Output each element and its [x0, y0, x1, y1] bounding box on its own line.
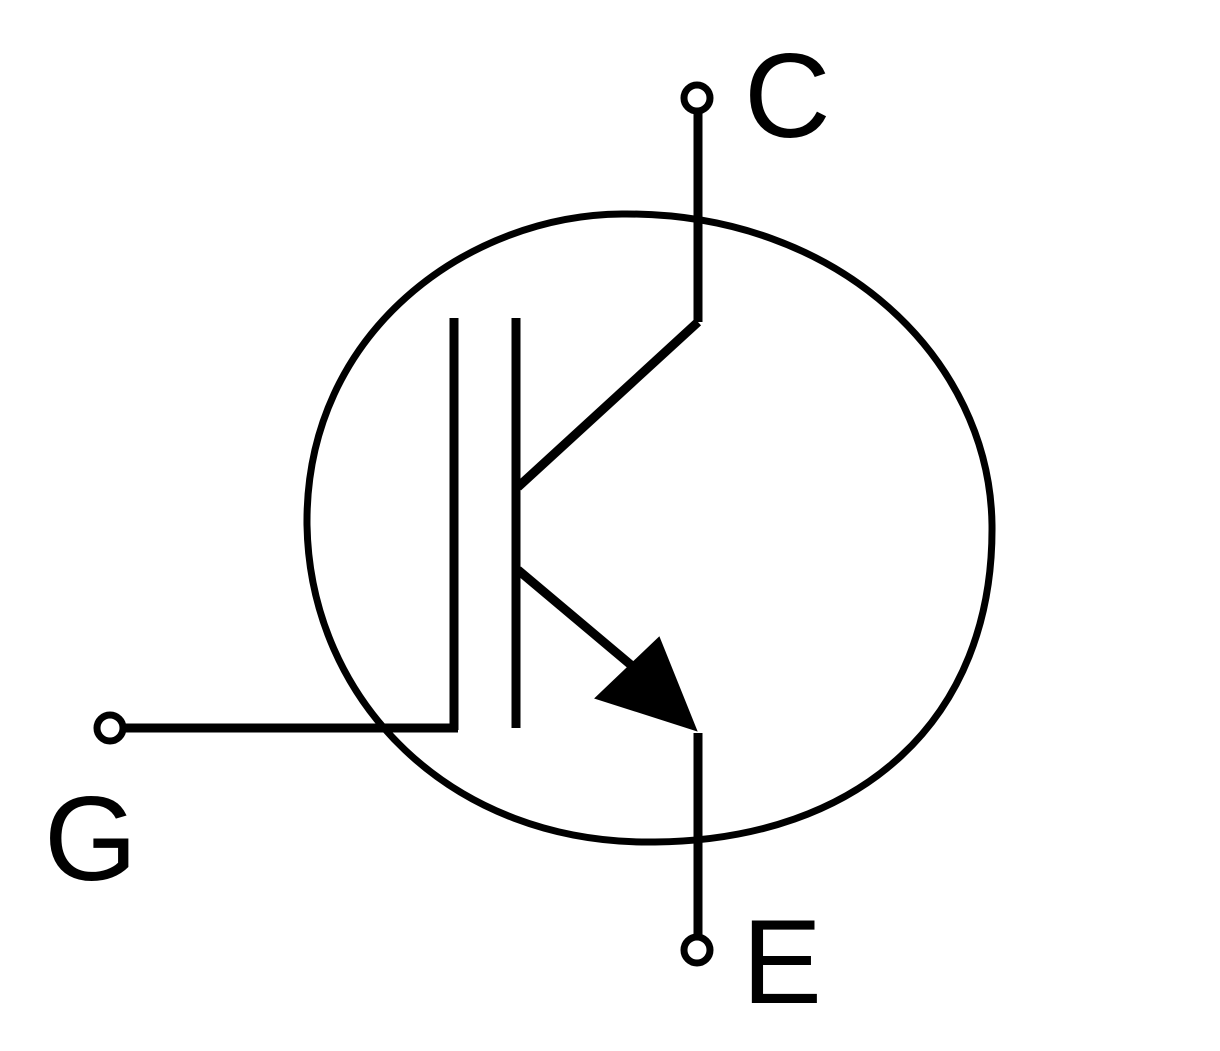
emitter-label: E: [742, 895, 822, 1029]
gate-label: G: [44, 772, 137, 906]
collector-label: C: [744, 29, 831, 163]
collector-diagonal: [514, 318, 702, 491]
emitter-terminal: [680, 933, 714, 967]
collector-terminal: [680, 81, 714, 115]
emitter-arrow: [594, 636, 698, 732]
emitter-diagonal: [515, 566, 653, 685]
device-envelope-circle: [303, 210, 996, 846]
gate-terminal: [93, 711, 127, 745]
